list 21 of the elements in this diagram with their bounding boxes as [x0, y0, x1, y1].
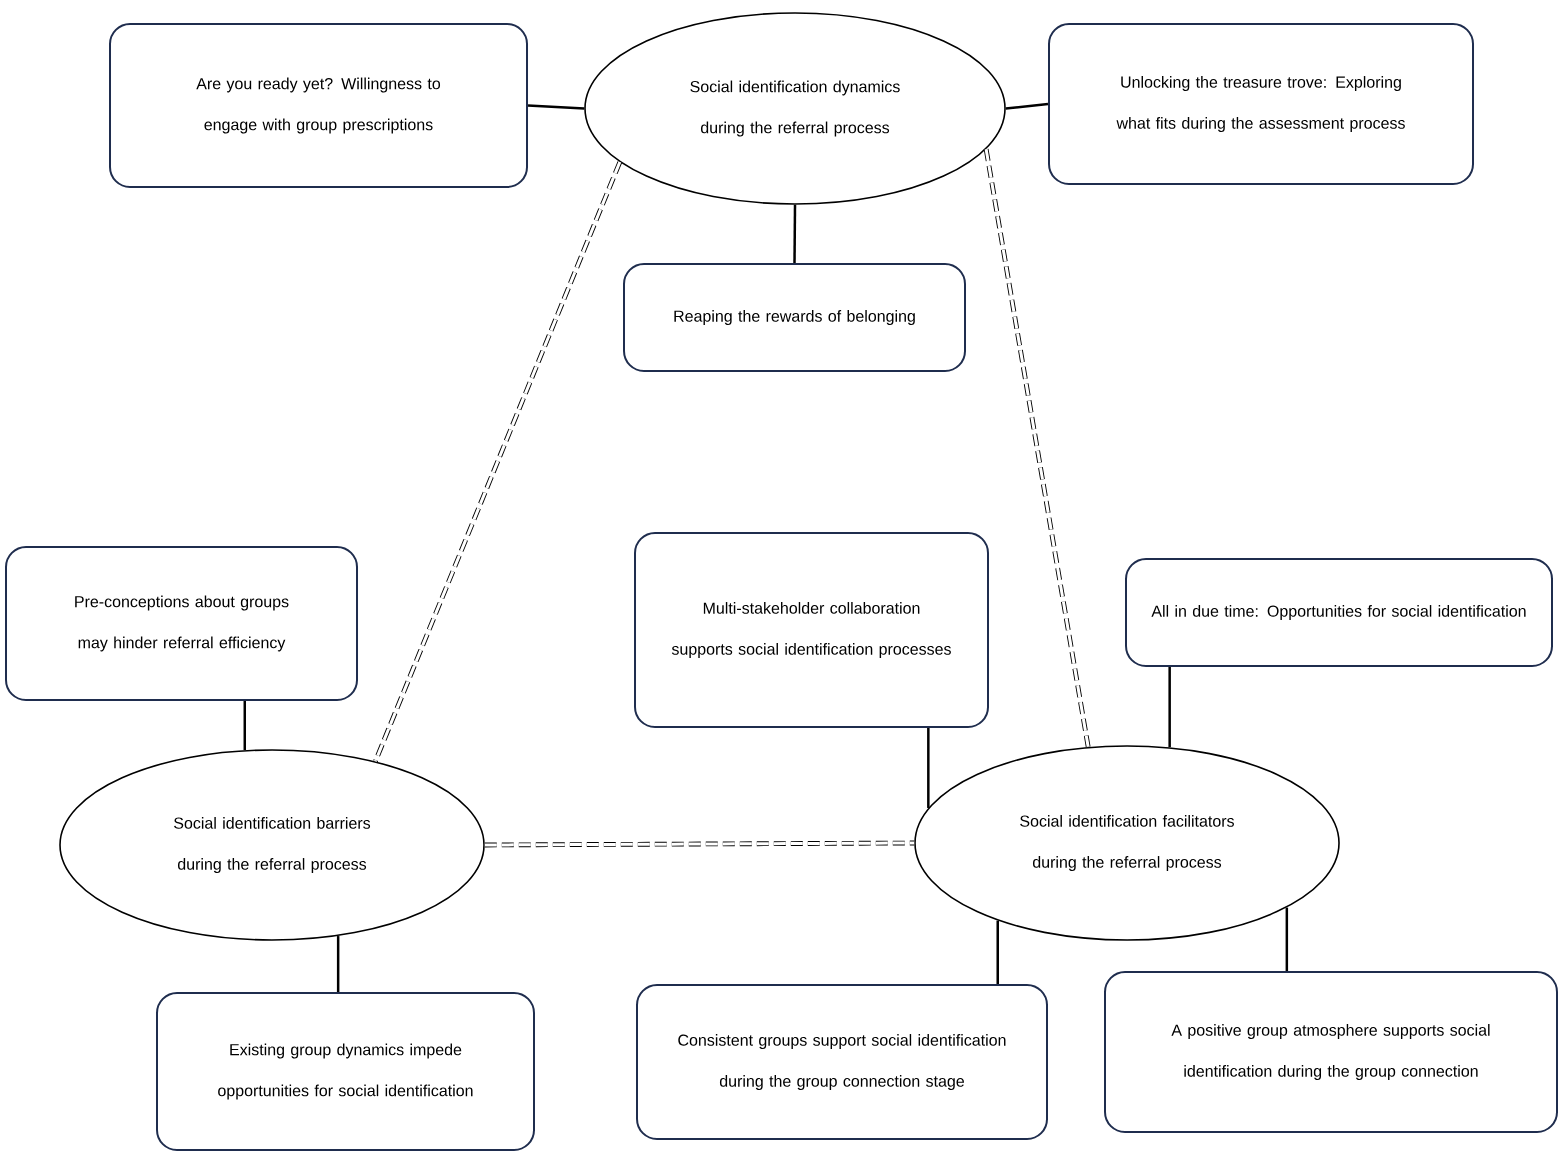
theme-box: Are you ready yet? Willingness to engage with group prescriptions	[109, 23, 528, 188]
dashed-connector	[373, 161, 623, 763]
theme-box: Pre-conceptions about groups may hinder referral efficiency	[5, 546, 358, 701]
theme-box: Reaping the rewards of belonging	[623, 263, 966, 372]
connector-line	[793, 204, 797, 263]
theme-box: A positive group atmosphere supports social identification during the group connection	[1104, 971, 1558, 1133]
connector-line	[996, 920, 999, 984]
theme-box: All in due time: Opportunities for social identification	[1125, 558, 1553, 667]
connector-line	[1285, 907, 1289, 971]
dashed-connector	[983, 148, 1091, 748]
dashed-connector	[484, 840, 915, 848]
connector-line	[1005, 102, 1049, 110]
theme-box: Existing group dynamics impede opportunities for social identification	[156, 992, 535, 1151]
connector-line	[527, 104, 585, 110]
connector-line	[927, 728, 930, 808]
theme-box: Consistent groups support social identification during the group connection stage	[636, 984, 1048, 1140]
theme-box: Multi-stakeholder collaboration supports social identification processes	[634, 532, 989, 728]
connector-line	[336, 936, 340, 992]
connector-line	[243, 701, 246, 750]
connector-line	[1168, 667, 1171, 748]
theme-box: Unlocking the treasure trove: Exploring what fits during the assessment process	[1048, 23, 1474, 185]
